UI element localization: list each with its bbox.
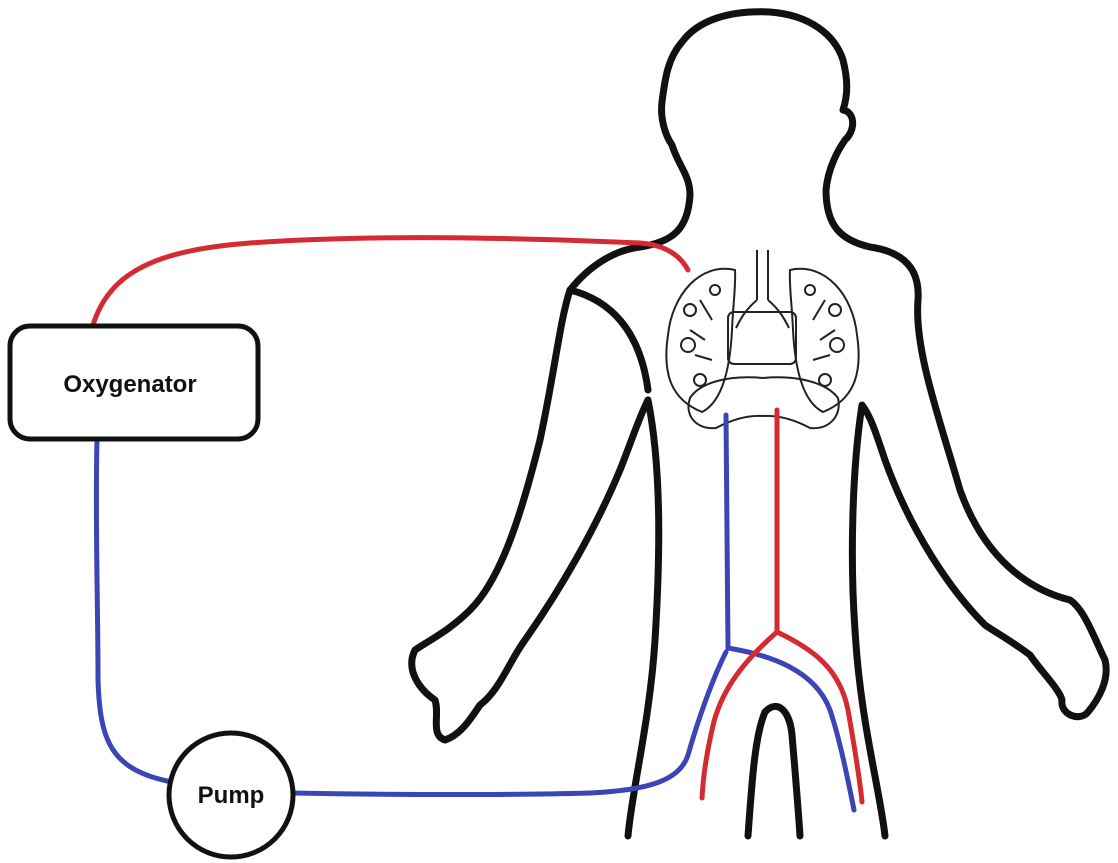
pump-component: Pump	[169, 733, 293, 857]
drainage-line-to-pump	[292, 652, 726, 795]
human-body-outline-left	[412, 290, 648, 740]
human-leg-inner	[748, 706, 800, 836]
return-line-oxygenated	[93, 238, 688, 325]
oxygenator-label: Oxygenator	[63, 371, 196, 398]
oxygenator-component: Oxygenator	[10, 326, 258, 439]
pump-label: Pump	[198, 782, 265, 809]
human-leg-left-outer	[628, 400, 659, 836]
lungs-icon	[666, 250, 858, 428]
drainage-line-to-oxygenator	[96, 440, 172, 782]
